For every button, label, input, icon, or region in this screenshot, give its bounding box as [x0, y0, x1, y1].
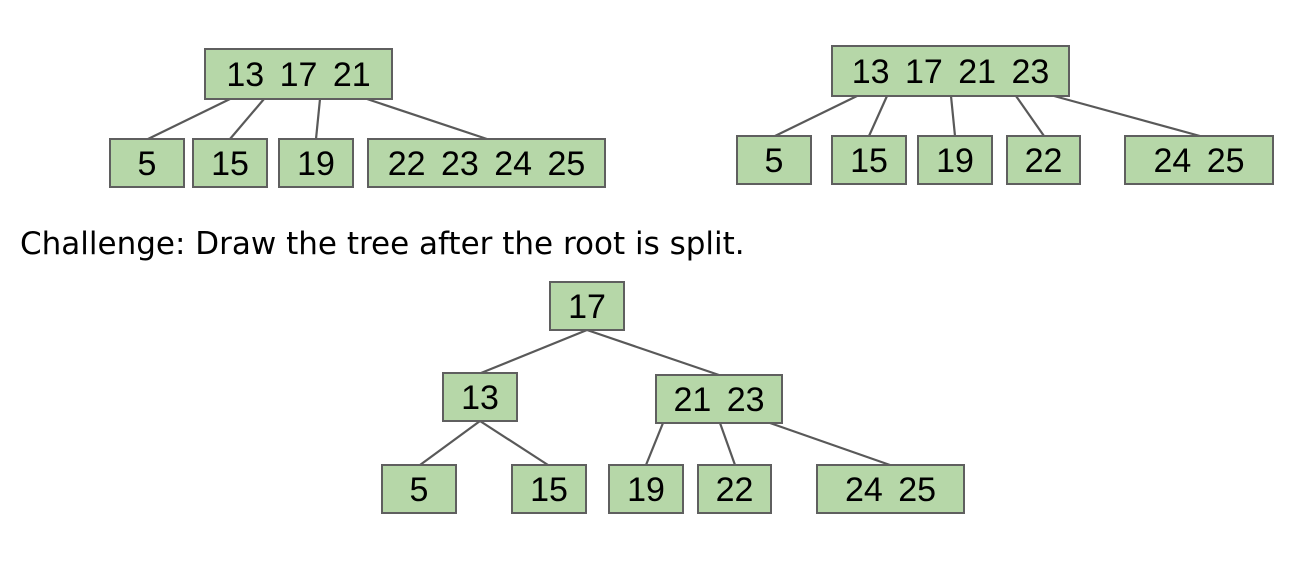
node-keys: 22 23 24 25 — [388, 145, 586, 183]
tree-node-c-root: 17 — [549, 281, 625, 331]
node-keys: 24 25 — [845, 471, 936, 509]
tree-node-b-leaf-3: 19 — [917, 135, 993, 185]
tree-node-c-leaf-3: 19 — [608, 464, 684, 514]
node-box — [367, 138, 606, 188]
node-keys: 24 25 — [1153, 142, 1244, 180]
tree-edge-c-mid-left-to-c-leaf-1 — [419, 420, 481, 466]
node-keys: 22 — [716, 471, 754, 509]
node-keys: 5 — [410, 471, 429, 509]
node-box — [109, 138, 185, 188]
edges-layer — [147, 94, 1201, 467]
tree-edge-b-root-to-b-leaf-3 — [949, 95, 957, 137]
node-keys: 19 — [297, 145, 335, 183]
tree-node-a-leaf-1: 5 — [109, 138, 185, 188]
node-keys: 5 — [138, 145, 157, 183]
node-box — [831, 45, 1070, 97]
node-box — [816, 464, 965, 514]
tree-node-a-leaf-4: 22 23 24 25 — [367, 138, 606, 188]
tree-node-b-root: 13 17 21 23 — [831, 45, 1070, 97]
node-keys: 22 — [1025, 142, 1063, 180]
tree-node-a-leaf-3: 19 — [278, 138, 354, 188]
tree-edge-c-mid-left-to-c-leaf-2 — [479, 420, 549, 466]
node-box — [831, 135, 907, 185]
node-box — [511, 464, 587, 514]
tree-node-b-leaf-1: 5 — [736, 135, 812, 185]
tree-node-a-root: 13 17 21 — [204, 48, 393, 100]
tree-node-a-leaf-2: 15 — [192, 138, 268, 188]
tree-edge-a-root-to-a-leaf-1 — [147, 98, 231, 140]
tree-node-c-leaf-2: 15 — [511, 464, 587, 514]
node-box — [736, 135, 812, 185]
node-keys: 15 — [211, 145, 249, 183]
tree-node-c-leaf-4: 22 — [697, 464, 772, 514]
node-box — [549, 281, 625, 331]
node-box — [655, 374, 783, 424]
node-box — [442, 372, 518, 422]
node-keys: 5 — [765, 142, 784, 180]
node-keys: 13 17 21 23 — [852, 53, 1050, 91]
node-box — [917, 135, 993, 185]
node-box — [204, 48, 393, 100]
tree-edge-a-root-to-a-leaf-4 — [366, 97, 488, 141]
node-box — [697, 464, 772, 514]
tree-edge-b-root-to-b-leaf-5 — [1053, 94, 1201, 138]
tree-node-c-leaf-1: 5 — [381, 464, 457, 514]
tree-edge-c-mid-right-to-c-leaf-4 — [718, 422, 737, 466]
node-keys: 13 17 21 — [226, 56, 370, 94]
nodes-layer: 13 17 21 5 15 19 22 23 24 25 13 17 21 23 5 15 19… — [109, 45, 1274, 514]
node-box — [192, 138, 268, 188]
tree-edge-b-root-to-b-leaf-4 — [1015, 95, 1045, 137]
tree-edge-c-mid-right-to-c-leaf-3 — [644, 422, 665, 466]
tree-node-b-leaf-2: 15 — [831, 135, 907, 185]
tree-edge-c-root-to-c-mid-right — [586, 328, 720, 377]
tree-edge-a-root-to-a-leaf-2 — [229, 98, 265, 140]
challenge-caption: Challenge: Draw the tree after the root … — [20, 226, 745, 262]
node-box — [1124, 135, 1274, 185]
node-keys: 13 — [461, 379, 499, 417]
tree-edge-b-root-to-b-leaf-2 — [867, 95, 889, 137]
node-keys: 15 — [530, 471, 568, 509]
node-keys: 17 — [568, 288, 606, 326]
tree-node-c-mid-right: 21 23 — [655, 374, 783, 424]
node-keys: 19 — [627, 471, 665, 509]
tree-node-b-leaf-4: 22 — [1006, 135, 1081, 185]
node-keys: 21 23 — [673, 381, 764, 419]
node-keys: 19 — [936, 142, 974, 180]
tree-edge-a-root-to-a-leaf-3 — [314, 98, 322, 140]
tree-node-c-leaf-5: 24 25 — [816, 464, 965, 514]
node-box — [608, 464, 684, 514]
tree-node-c-mid-left: 13 — [442, 372, 518, 422]
node-box — [278, 138, 354, 188]
node-keys: 15 — [850, 142, 888, 180]
tree-node-b-leaf-5: 24 25 — [1124, 135, 1274, 185]
node-box — [381, 464, 457, 514]
tree-edge-c-root-to-c-mid-left — [480, 328, 588, 375]
tree-edge-b-root-to-b-leaf-1 — [774, 95, 858, 137]
node-box — [1006, 135, 1081, 185]
tree-edge-c-mid-right-to-c-leaf-5 — [769, 421, 891, 467]
